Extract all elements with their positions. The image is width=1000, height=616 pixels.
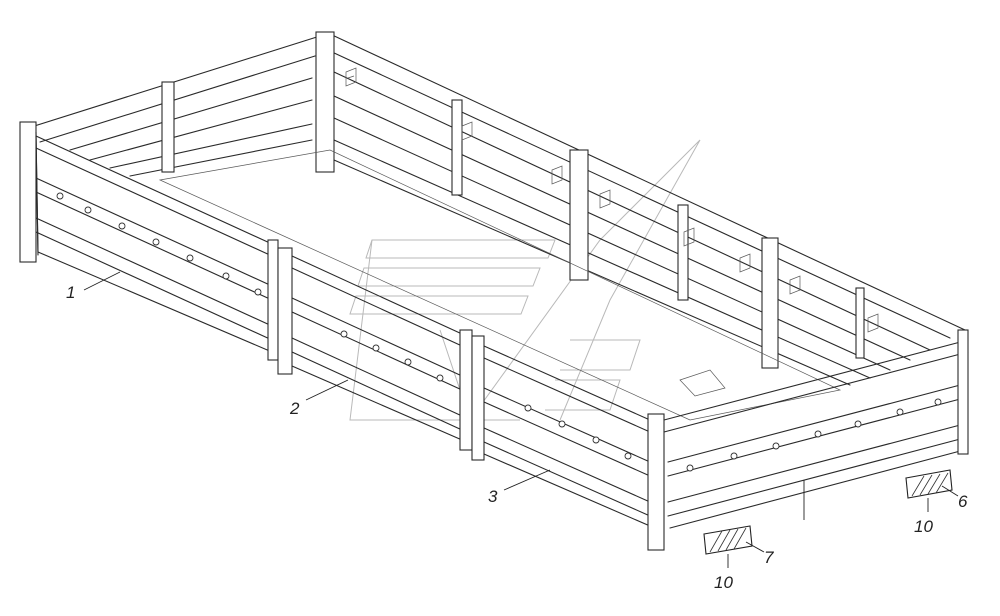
leader-lines (83, 271, 959, 568)
reflector-plate-7 (703, 525, 753, 555)
callout-10-left: 10 (714, 573, 733, 592)
callout-1: 1 (66, 283, 75, 302)
callout-6: 6 (958, 492, 968, 511)
rear-tailgate (663, 329, 969, 529)
side-panel-1 (35, 135, 279, 361)
callout-2: 2 (289, 399, 300, 418)
callout-10-right: 10 (914, 517, 933, 536)
floor (158, 149, 842, 421)
side-panel-3 (471, 335, 665, 551)
reflector-plate-6 (905, 469, 953, 499)
callout-3: 3 (488, 487, 498, 506)
back-side-wall (27, 31, 966, 386)
callout-7: 7 (764, 548, 774, 567)
front-end-wall (19, 121, 39, 263)
